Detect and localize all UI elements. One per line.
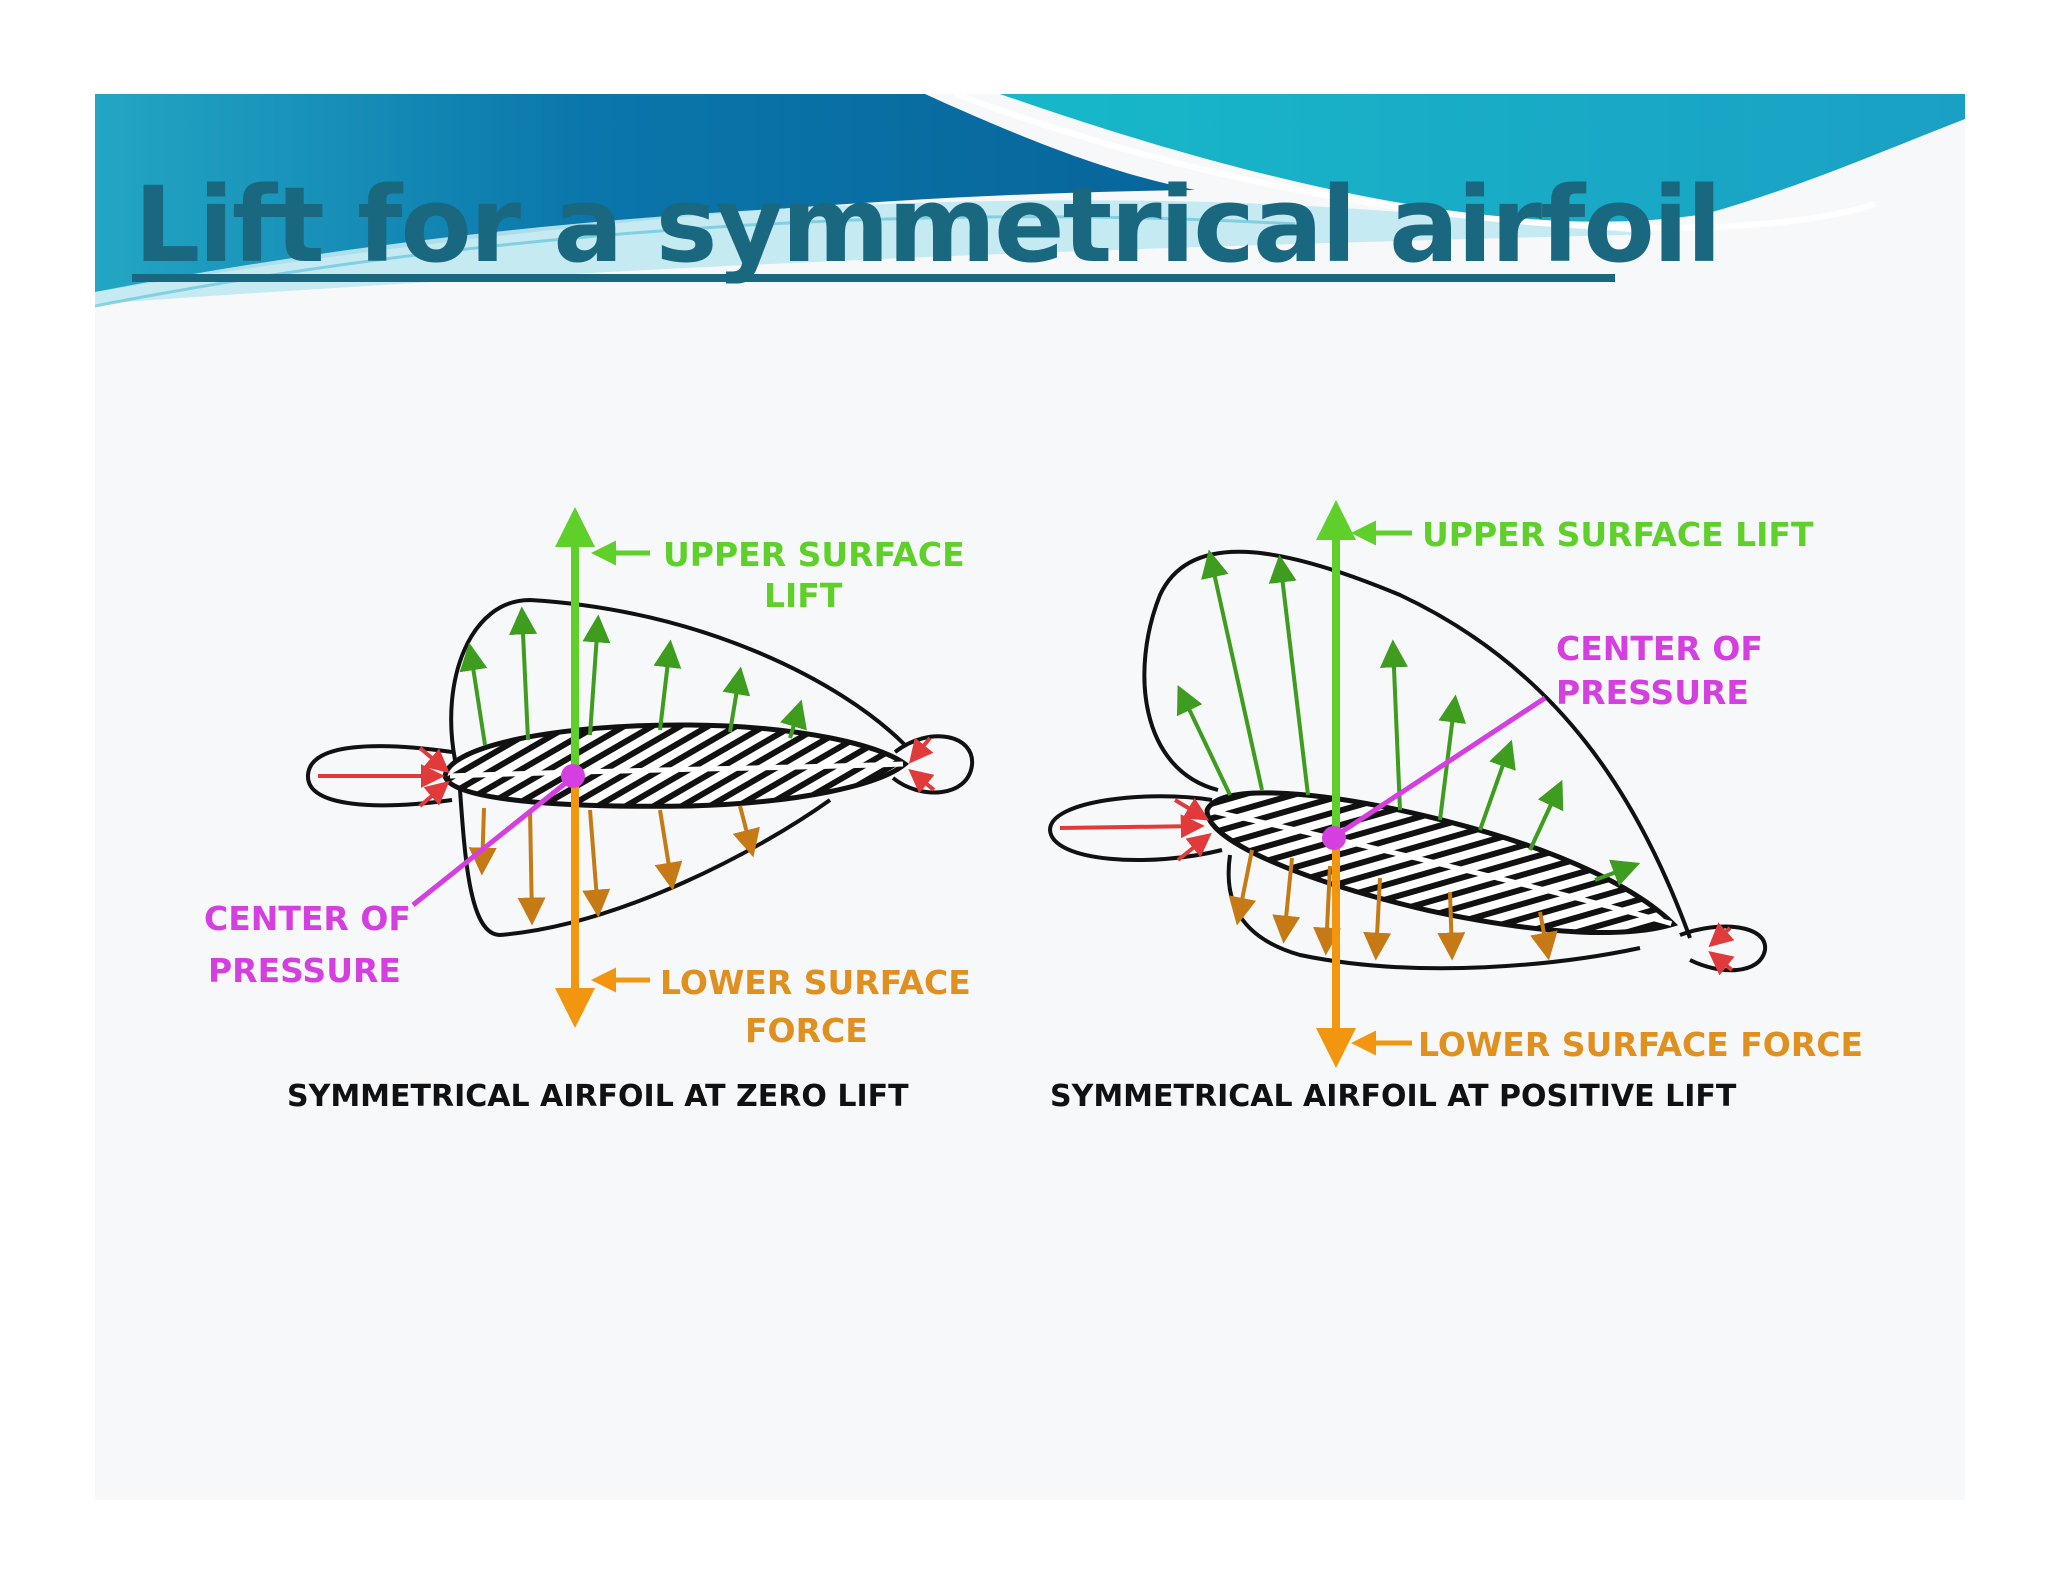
left-leading-edge-arrows bbox=[318, 746, 450, 808]
title-underline bbox=[132, 274, 1615, 282]
right-lower-surface-arrows bbox=[1228, 849, 1558, 961]
left-lower-envelope bbox=[458, 789, 832, 938]
left-upper-surface-arrows bbox=[459, 606, 807, 746]
right-airfoil-body bbox=[1204, 790, 1679, 935]
left-cp-label-line1: CENTER OF bbox=[204, 899, 411, 938]
left-airfoil-diagram bbox=[305, 507, 975, 1028]
right-center-of-pressure-dot bbox=[1322, 826, 1346, 850]
left-upper-label-line2: LIFT bbox=[764, 576, 843, 615]
left-lower-label-line2: FORCE bbox=[745, 1011, 868, 1050]
slide-title: Lift for a symmetrical airfoil bbox=[134, 164, 1722, 286]
right-leading-edge-bubble bbox=[1047, 794, 1223, 862]
right-cp-label-line2: PRESSURE bbox=[1556, 673, 1749, 712]
left-lower-label-line1: LOWER SURFACE bbox=[660, 963, 971, 1002]
right-upper-label: UPPER SURFACE LIFT bbox=[1422, 515, 1814, 554]
right-lower-label: LOWER SURFACE FORCE bbox=[1418, 1025, 1863, 1064]
left-trailing-edge-arrows bbox=[908, 736, 936, 794]
left-upper-envelope bbox=[449, 597, 907, 761]
left-leading-edge-bubble bbox=[305, 744, 453, 808]
left-cp-label-line2: PRESSURE bbox=[208, 951, 401, 990]
left-caption: SYMMETRICAL AIRFOIL AT ZERO LIFT bbox=[287, 1079, 909, 1114]
right-caption: SYMMETRICAL AIRFOIL AT POSITIVE LIFT bbox=[1050, 1079, 1737, 1114]
right-trailing-edge-arrows bbox=[1708, 922, 1735, 976]
right-cp-label-line1: CENTER OF bbox=[1556, 629, 1763, 668]
right-cp-leader-line bbox=[1338, 695, 1547, 836]
right-airfoil-diagram bbox=[1047, 500, 1768, 1068]
left-lower-surface-arrows bbox=[468, 805, 760, 926]
left-center-of-pressure-dot bbox=[561, 764, 585, 788]
left-cp-leader-line bbox=[411, 776, 574, 907]
right-leading-edge-arrows bbox=[1059, 797, 1212, 862]
left-upper-label-line1: UPPER SURFACE bbox=[663, 535, 965, 574]
